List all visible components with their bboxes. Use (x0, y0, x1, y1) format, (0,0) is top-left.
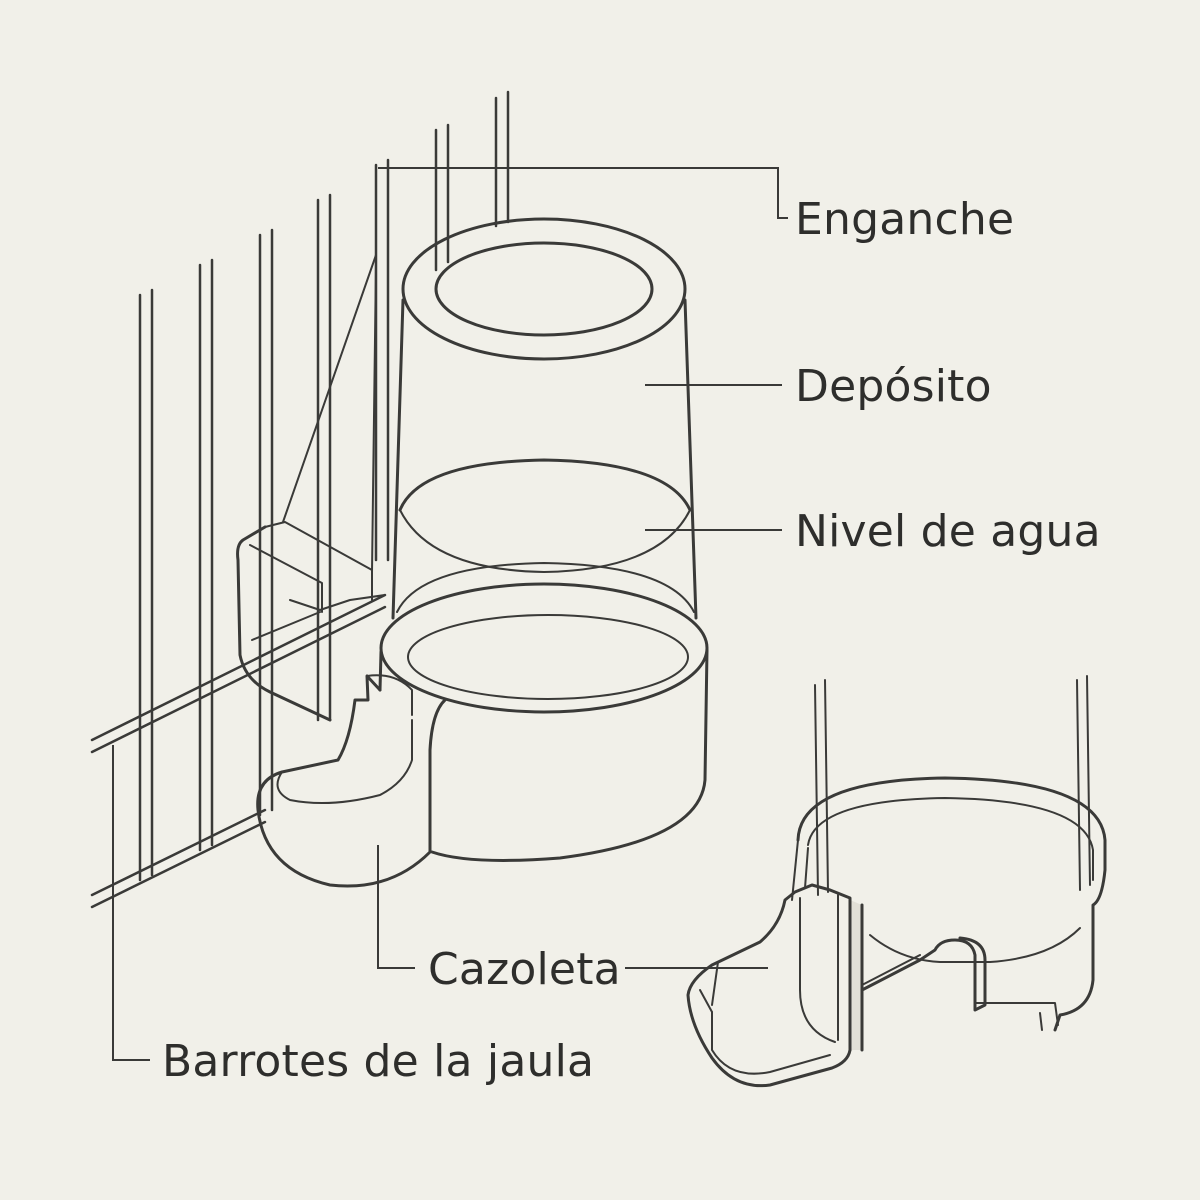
spout-inner-wall (799, 897, 836, 1043)
cage-wire (90, 605, 387, 754)
section-foot (1039, 1012, 1043, 1031)
feeder (256, 217, 709, 888)
bracket-outline (236, 525, 332, 722)
spout-lip (699, 961, 719, 1013)
cutaway-wire-left (814, 679, 829, 896)
cage-wire (90, 808, 267, 897)
bracket-inner (249, 544, 323, 613)
base-inner (407, 614, 689, 700)
hook-wire (282, 254, 377, 523)
leader-cage-bars (112, 745, 150, 1061)
cage-wire (90, 593, 387, 742)
label-water-level: Nivel de agua (795, 506, 1101, 557)
cup-body-right (430, 648, 709, 862)
label-cup: Cazoleta (428, 944, 621, 995)
cage-bars (90, 90, 510, 909)
cup-spout-inner (276, 719, 413, 805)
label-cage-bars: Barrotes de la jaula (162, 1036, 595, 1087)
reservoir-walls (391, 298, 698, 620)
leader-hook (378, 167, 788, 219)
cup-spout (256, 674, 447, 888)
bracket-top (264, 521, 373, 601)
reservoir-cap (434, 241, 654, 337)
hook-wire-2 (371, 261, 377, 573)
water-level-back (398, 458, 692, 512)
water-level-front (399, 509, 691, 573)
spout-neck (366, 674, 413, 716)
cup-cutaway (686, 675, 1107, 1088)
base-collar (379, 582, 709, 714)
cutaway-wire-right (1076, 675, 1091, 891)
bracket-strut (251, 611, 321, 641)
cutaway-left-wall (791, 839, 809, 901)
reservoir-top-rim (401, 217, 687, 361)
section-floor (861, 954, 1059, 1026)
reservoir-bottom-curve (396, 562, 695, 613)
cage-wire (90, 820, 267, 909)
cutaway-floor-curve (869, 927, 1081, 963)
hook-bracket (236, 254, 386, 722)
label-reservoir: Depósito (795, 361, 992, 412)
leader-cup (377, 845, 415, 969)
section-wall (850, 900, 862, 1050)
spout-outline (686, 883, 852, 1088)
leader-lines (112, 167, 788, 1061)
cutaway-outer-rim (796, 776, 1107, 1032)
spout-inner-bottom (711, 1011, 831, 1075)
label-hook: Enganche (795, 194, 1015, 245)
bracket-clip (289, 594, 386, 611)
cutaway-inner-rim (807, 797, 1094, 881)
section-divider (860, 936, 987, 1012)
base-left-edge (378, 650, 383, 692)
